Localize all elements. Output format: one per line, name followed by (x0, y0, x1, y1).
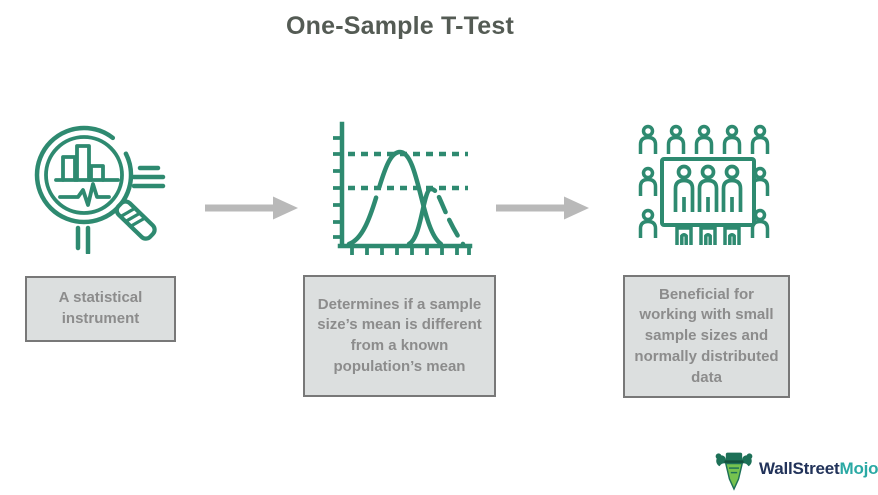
population-sample-icon (638, 124, 778, 250)
arrow-right-icon (496, 193, 591, 223)
magnifier-analytics-icon (30, 102, 170, 254)
step-caption-box-2: Determines if a sample size’s mean is di… (303, 275, 496, 397)
wallstreetmojo-logo: WallStreetMojo (714, 446, 878, 492)
distribution-curves-icon (322, 106, 474, 262)
page-title: One-Sample T-Test (286, 12, 514, 40)
step-caption-text: A statistical instrument (58, 289, 143, 327)
arrow-right-icon (205, 193, 300, 223)
step-caption-text: Beneficial for working with small sample… (634, 285, 779, 386)
brand-secondary-text: Mojo (839, 459, 878, 478)
step-caption-box-1: A statistical instrument (25, 276, 176, 342)
step-caption-text: Determines if a sample size’s mean is di… (317, 295, 482, 375)
brand-primary-text: WallStreet (759, 459, 840, 478)
brand-wordmark: WallStreetMojo (759, 459, 878, 479)
wallstreetmojo-bull-icon (715, 452, 753, 491)
step-caption-box-3: Beneficial for working with small sample… (623, 275, 790, 398)
